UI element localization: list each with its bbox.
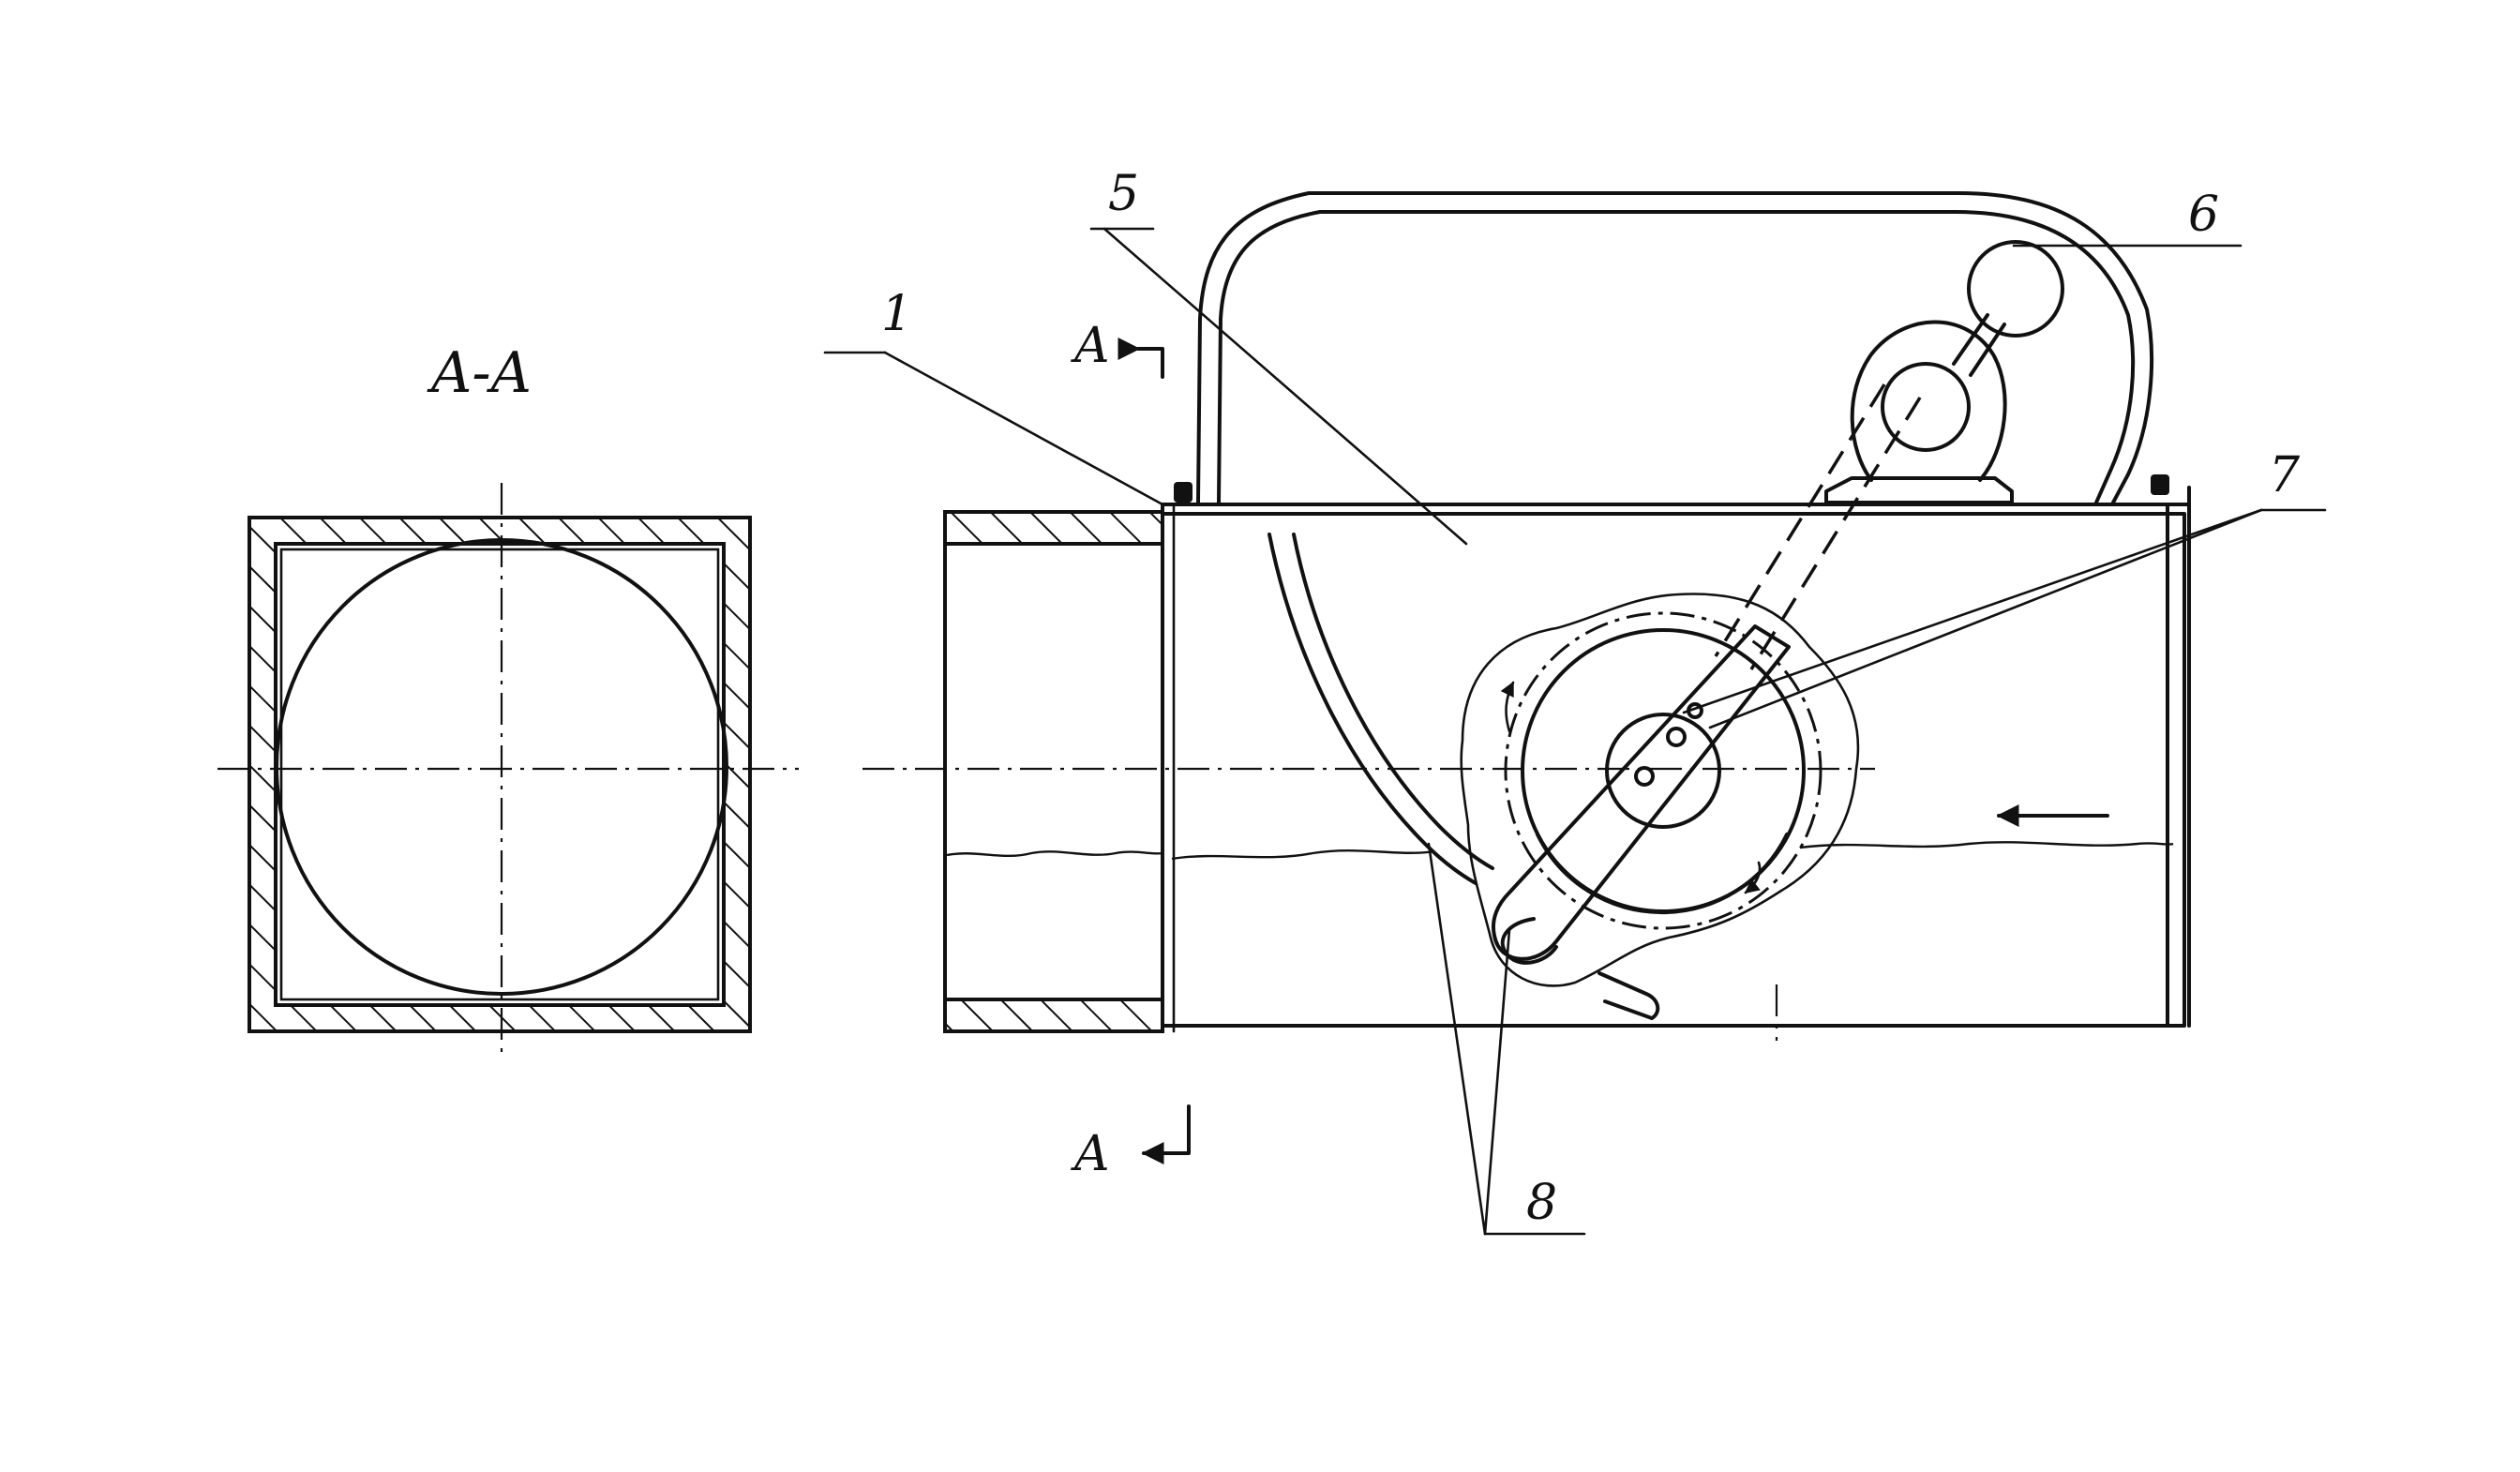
cut-mark-top: A — [1071, 318, 1164, 379]
flap-plate — [1268, 533, 1478, 885]
hinge-pin-circle — [1881, 362, 1971, 452]
cutaway-boundary — [1460, 593, 1860, 987]
cover-bolt-right — [2151, 474, 2169, 495]
cut-mark-bottom: A — [1071, 1104, 1191, 1182]
cover-bolt-left — [1174, 482, 1192, 503]
flap-plate-inner — [1292, 533, 1494, 870]
hinge-bracket-body — [1850, 320, 2007, 482]
cover-hood — [1196, 191, 2153, 504]
cut-mark-bottom-label: A — [1071, 1126, 1110, 1182]
valve-body — [1161, 512, 2186, 1028]
leader-5 — [1102, 227, 1468, 546]
inlet-pipe-top-wall — [943, 510, 1164, 546]
hidden-lever-b — [1749, 397, 1922, 670]
callout-6: 6 — [2188, 187, 2219, 243]
lever-arm — [1492, 624, 1791, 961]
cover-hood-inner — [1217, 210, 2136, 504]
section-outer-frame — [248, 516, 752, 1033]
callout-8: 8 — [1526, 1175, 1557, 1231]
counterweight-ball — [1967, 240, 2064, 338]
callout-1: 1 — [881, 286, 912, 342]
leader-lines — [823, 227, 2327, 1236]
flap-disc-outer — [1504, 611, 1822, 930]
hinge-bracket — [1824, 476, 2014, 504]
callout-7: 7 — [2269, 447, 2301, 503]
cut-mark-top-symbol — [1118, 338, 1164, 379]
cut-mark-bottom-symbol — [1141, 1104, 1191, 1164]
lever-arm-tip — [1500, 917, 1558, 965]
water-level-body — [1171, 841, 2174, 861]
leader-1 — [883, 351, 1164, 506]
cut-mark-top-label: A — [1071, 318, 1110, 374]
water-level-inlet — [946, 850, 1163, 858]
leader-8b — [1483, 928, 1511, 1236]
section-inner-wall — [279, 548, 720, 1001]
section-title: A-A — [427, 340, 532, 406]
rotation-arrow-left — [1500, 681, 1515, 733]
main-view — [862, 191, 2191, 1041]
leader-8a — [1427, 842, 1487, 1236]
inlet-pipe-bottom-wall — [943, 998, 1164, 1033]
lever-pin-2 — [1634, 766, 1655, 787]
callout-5: 5 — [1108, 166, 1139, 222]
lever-pin-1 — [1666, 727, 1687, 747]
leader-7a — [1682, 508, 2263, 714]
hub-circle — [1605, 713, 1721, 829]
rotation-arrow-right — [1744, 861, 1762, 894]
leader-7b — [1708, 508, 2263, 729]
section-view-aa: A-A — [218, 340, 799, 1059]
drain-stub — [1598, 971, 1660, 1020]
hidden-lever-a — [1714, 383, 1886, 657]
